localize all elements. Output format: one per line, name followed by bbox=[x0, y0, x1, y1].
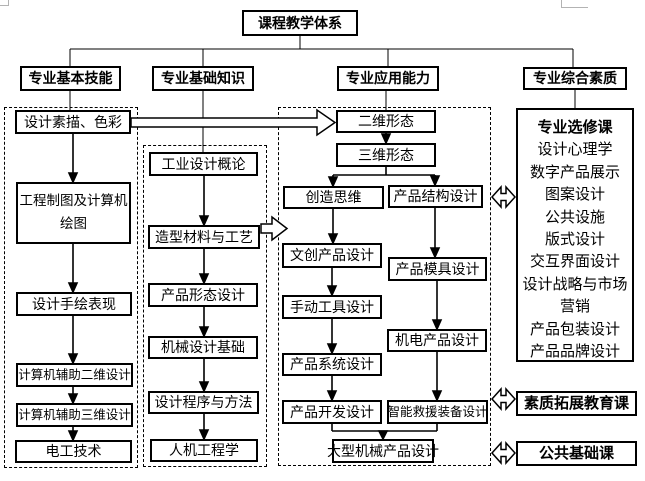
node-product-mold-design: 产品模具设计 bbox=[388, 257, 487, 281]
node-design-sketch-color: 设计素描、色彩 bbox=[15, 110, 131, 134]
header-basic-skills: 专业基本技能 bbox=[20, 66, 121, 91]
diagram-title: 课程教学体系 bbox=[242, 10, 358, 36]
elective-item: 设计心理学 bbox=[537, 141, 613, 159]
node-mechatronic-product-design: 机电产品设计 bbox=[387, 329, 487, 352]
elective-item: 交互界面设计 bbox=[529, 253, 620, 271]
double-headed-link-arrows bbox=[490, 185, 517, 465]
header-applied-ability: 专业应用能力 bbox=[337, 66, 439, 91]
knowledge-group-frame bbox=[143, 145, 267, 467]
link-electives-double-arrow-icon bbox=[490, 185, 517, 209]
crop-artifact-top-right bbox=[561, 0, 588, 8]
link-public-course-double-arrow-icon bbox=[490, 441, 517, 465]
header-basic-knowledge: 专业基础知识 bbox=[152, 66, 254, 91]
node-cultural-creative-product-design: 文创产品设计 bbox=[282, 243, 382, 268]
skills-group-frame bbox=[4, 107, 138, 468]
electives-panel: 专业选修课 设计心理学 数字产品展示 图案设计 公共设施 版式设计 交互界面设计… bbox=[516, 108, 634, 362]
node-electrical-technology: 电工技术 bbox=[15, 440, 132, 463]
node-quality-expansion-course: 素质拓展教育课 bbox=[516, 391, 637, 416]
elective-item: 设计战略与市场营销 bbox=[522, 275, 628, 316]
node-computer-aided-3d-design: 计算机辅助三维设计 bbox=[16, 403, 133, 427]
link-quality-course-double-arrow-icon bbox=[490, 387, 517, 411]
node-product-structure-design: 产品结构设计 bbox=[388, 185, 483, 208]
elective-item: 版式设计 bbox=[544, 231, 605, 249]
node-creative-thinking: 创造思维 bbox=[283, 186, 384, 209]
node-hand-tool-design: 手动工具设计 bbox=[282, 295, 382, 319]
node-design-procedure-method: 设计程序与方法 bbox=[148, 391, 259, 414]
elective-item: 产品品牌设计 bbox=[529, 343, 620, 361]
node-public-basic-course: 公共基础课 bbox=[516, 441, 637, 466]
ability-group-frame bbox=[278, 107, 491, 466]
node-computer-aided-2d-design: 计算机辅助二维设计 bbox=[16, 363, 133, 387]
node-large-machinery-product-design: 大型机械产品设计 bbox=[327, 439, 439, 463]
node-hand-drawn-design-presentation: 设计手绘表现 bbox=[16, 292, 132, 316]
electives-title: 专业选修课 bbox=[537, 119, 613, 136]
header-comprehensive-quality: 专业综合素质 bbox=[523, 67, 627, 90]
node-engineering-drawing-computer-graphics: 工程制图及计算机绘图 bbox=[16, 182, 131, 244]
node-product-system-design: 产品系统设计 bbox=[282, 353, 382, 376]
node-industrial-design-intro: 工业设计概论 bbox=[149, 152, 258, 176]
node-2d-form: 二维形态 bbox=[336, 110, 436, 133]
node-intelligent-rescue-equipment-design: 智能救援装备设计 bbox=[387, 400, 488, 424]
node-mechanical-design-basics: 机械设计基础 bbox=[148, 336, 258, 359]
elective-item: 图案设计 bbox=[544, 186, 605, 204]
node-product-development-design: 产品开发设计 bbox=[282, 400, 382, 424]
node-modeling-materials-craft: 造型材料与工艺 bbox=[148, 225, 260, 249]
node-product-form-design: 产品形态设计 bbox=[148, 283, 258, 307]
elective-item: 产品包装设计 bbox=[529, 320, 620, 338]
elective-item: 数字产品展示 bbox=[529, 163, 620, 181]
node-ergonomics: 人机工程学 bbox=[150, 439, 258, 462]
elective-item: 公共设施 bbox=[544, 208, 605, 226]
crop-artifact-top-left bbox=[0, 0, 9, 6]
node-3d-form: 三维形态 bbox=[336, 143, 436, 167]
